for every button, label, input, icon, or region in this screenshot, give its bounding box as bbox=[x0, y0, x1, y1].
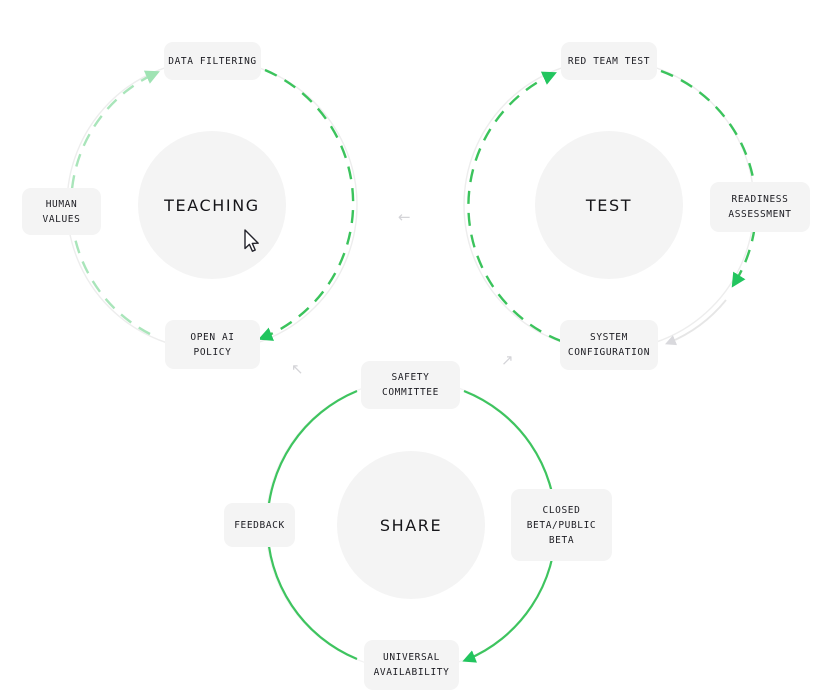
hub-share[interactable]: SHARE bbox=[337, 451, 485, 599]
connector-share-to-test-arrow-icon: ↗ bbox=[501, 353, 514, 368]
hub-teaching-label: TEACHING bbox=[164, 195, 260, 215]
node-human-values-line-1: HUMAN bbox=[45, 198, 78, 210]
node-feedback-line-1: FEEDBACK bbox=[234, 519, 285, 531]
node-system-configuration-line-2: CONFIGURATION bbox=[567, 347, 651, 358]
connector-share-to-teaching-arrow-icon: ↖ bbox=[291, 362, 304, 377]
node-human-values[interactable]: HUMAN VALUES bbox=[22, 188, 101, 235]
arrow-left-icon: ← bbox=[398, 208, 411, 226]
hub-test-label: TEST bbox=[585, 195, 633, 215]
node-open-ai-policy-line-2: POLICY bbox=[193, 346, 232, 358]
node-universal-availability[interactable]: UNIVERSAL AVAILABILITY bbox=[364, 640, 459, 690]
node-data-filtering-line-1: DATA FILTERING bbox=[168, 55, 257, 67]
node-system-configuration-line-1: SYSTEM bbox=[590, 332, 628, 343]
node-human-values-line-2: VALUES bbox=[42, 213, 81, 225]
node-system-configuration[interactable]: SYSTEM CONFIGURATION bbox=[560, 320, 658, 370]
node-readiness-assessment[interactable]: READINESS ASSESSMENT bbox=[710, 182, 810, 232]
connector-test-to-teaching-arrow-icon: ← bbox=[398, 210, 411, 225]
node-data-filtering[interactable]: DATA FILTERING bbox=[164, 42, 261, 80]
node-open-ai-policy[interactable]: OPEN AI POLICY bbox=[165, 320, 260, 369]
hub-teaching[interactable]: TEACHING bbox=[138, 131, 286, 279]
node-closed-beta-public-beta[interactable]: CLOSED BETA/PUBLIC BETA bbox=[511, 489, 612, 561]
hub-test[interactable]: TEST bbox=[535, 131, 683, 279]
arrow-up-right-icon: ↗ bbox=[501, 351, 514, 369]
node-readiness-assessment-line-2: ASSESSMENT bbox=[728, 209, 792, 220]
node-safety-committee[interactable]: SAFETY COMMITTEE bbox=[361, 361, 460, 409]
node-closed-beta-line-3: BETA bbox=[548, 534, 575, 546]
node-safety-committee-line-1: SAFETY bbox=[391, 372, 430, 383]
node-red-team-test[interactable]: RED TEAM TEST bbox=[561, 42, 657, 80]
node-closed-beta-line-2: BETA/PUBLIC bbox=[526, 519, 597, 531]
node-universal-availability-line-2: AVAILABILITY bbox=[373, 667, 450, 678]
node-safety-committee-line-2: COMMITTEE bbox=[382, 387, 439, 398]
hub-share-label: SHARE bbox=[379, 515, 443, 535]
node-feedback[interactable]: FEEDBACK bbox=[224, 503, 295, 547]
node-red-team-test-line-1: RED TEAM TEST bbox=[567, 55, 651, 67]
node-universal-availability-line-1: UNIVERSAL bbox=[383, 652, 440, 663]
node-open-ai-policy-line-1: OPEN AI bbox=[190, 331, 235, 343]
node-closed-beta-line-1: CLOSED bbox=[542, 504, 581, 516]
arrow-up-left-icon: ↖ bbox=[291, 360, 304, 378]
node-readiness-assessment-line-1: READINESS bbox=[731, 194, 789, 205]
